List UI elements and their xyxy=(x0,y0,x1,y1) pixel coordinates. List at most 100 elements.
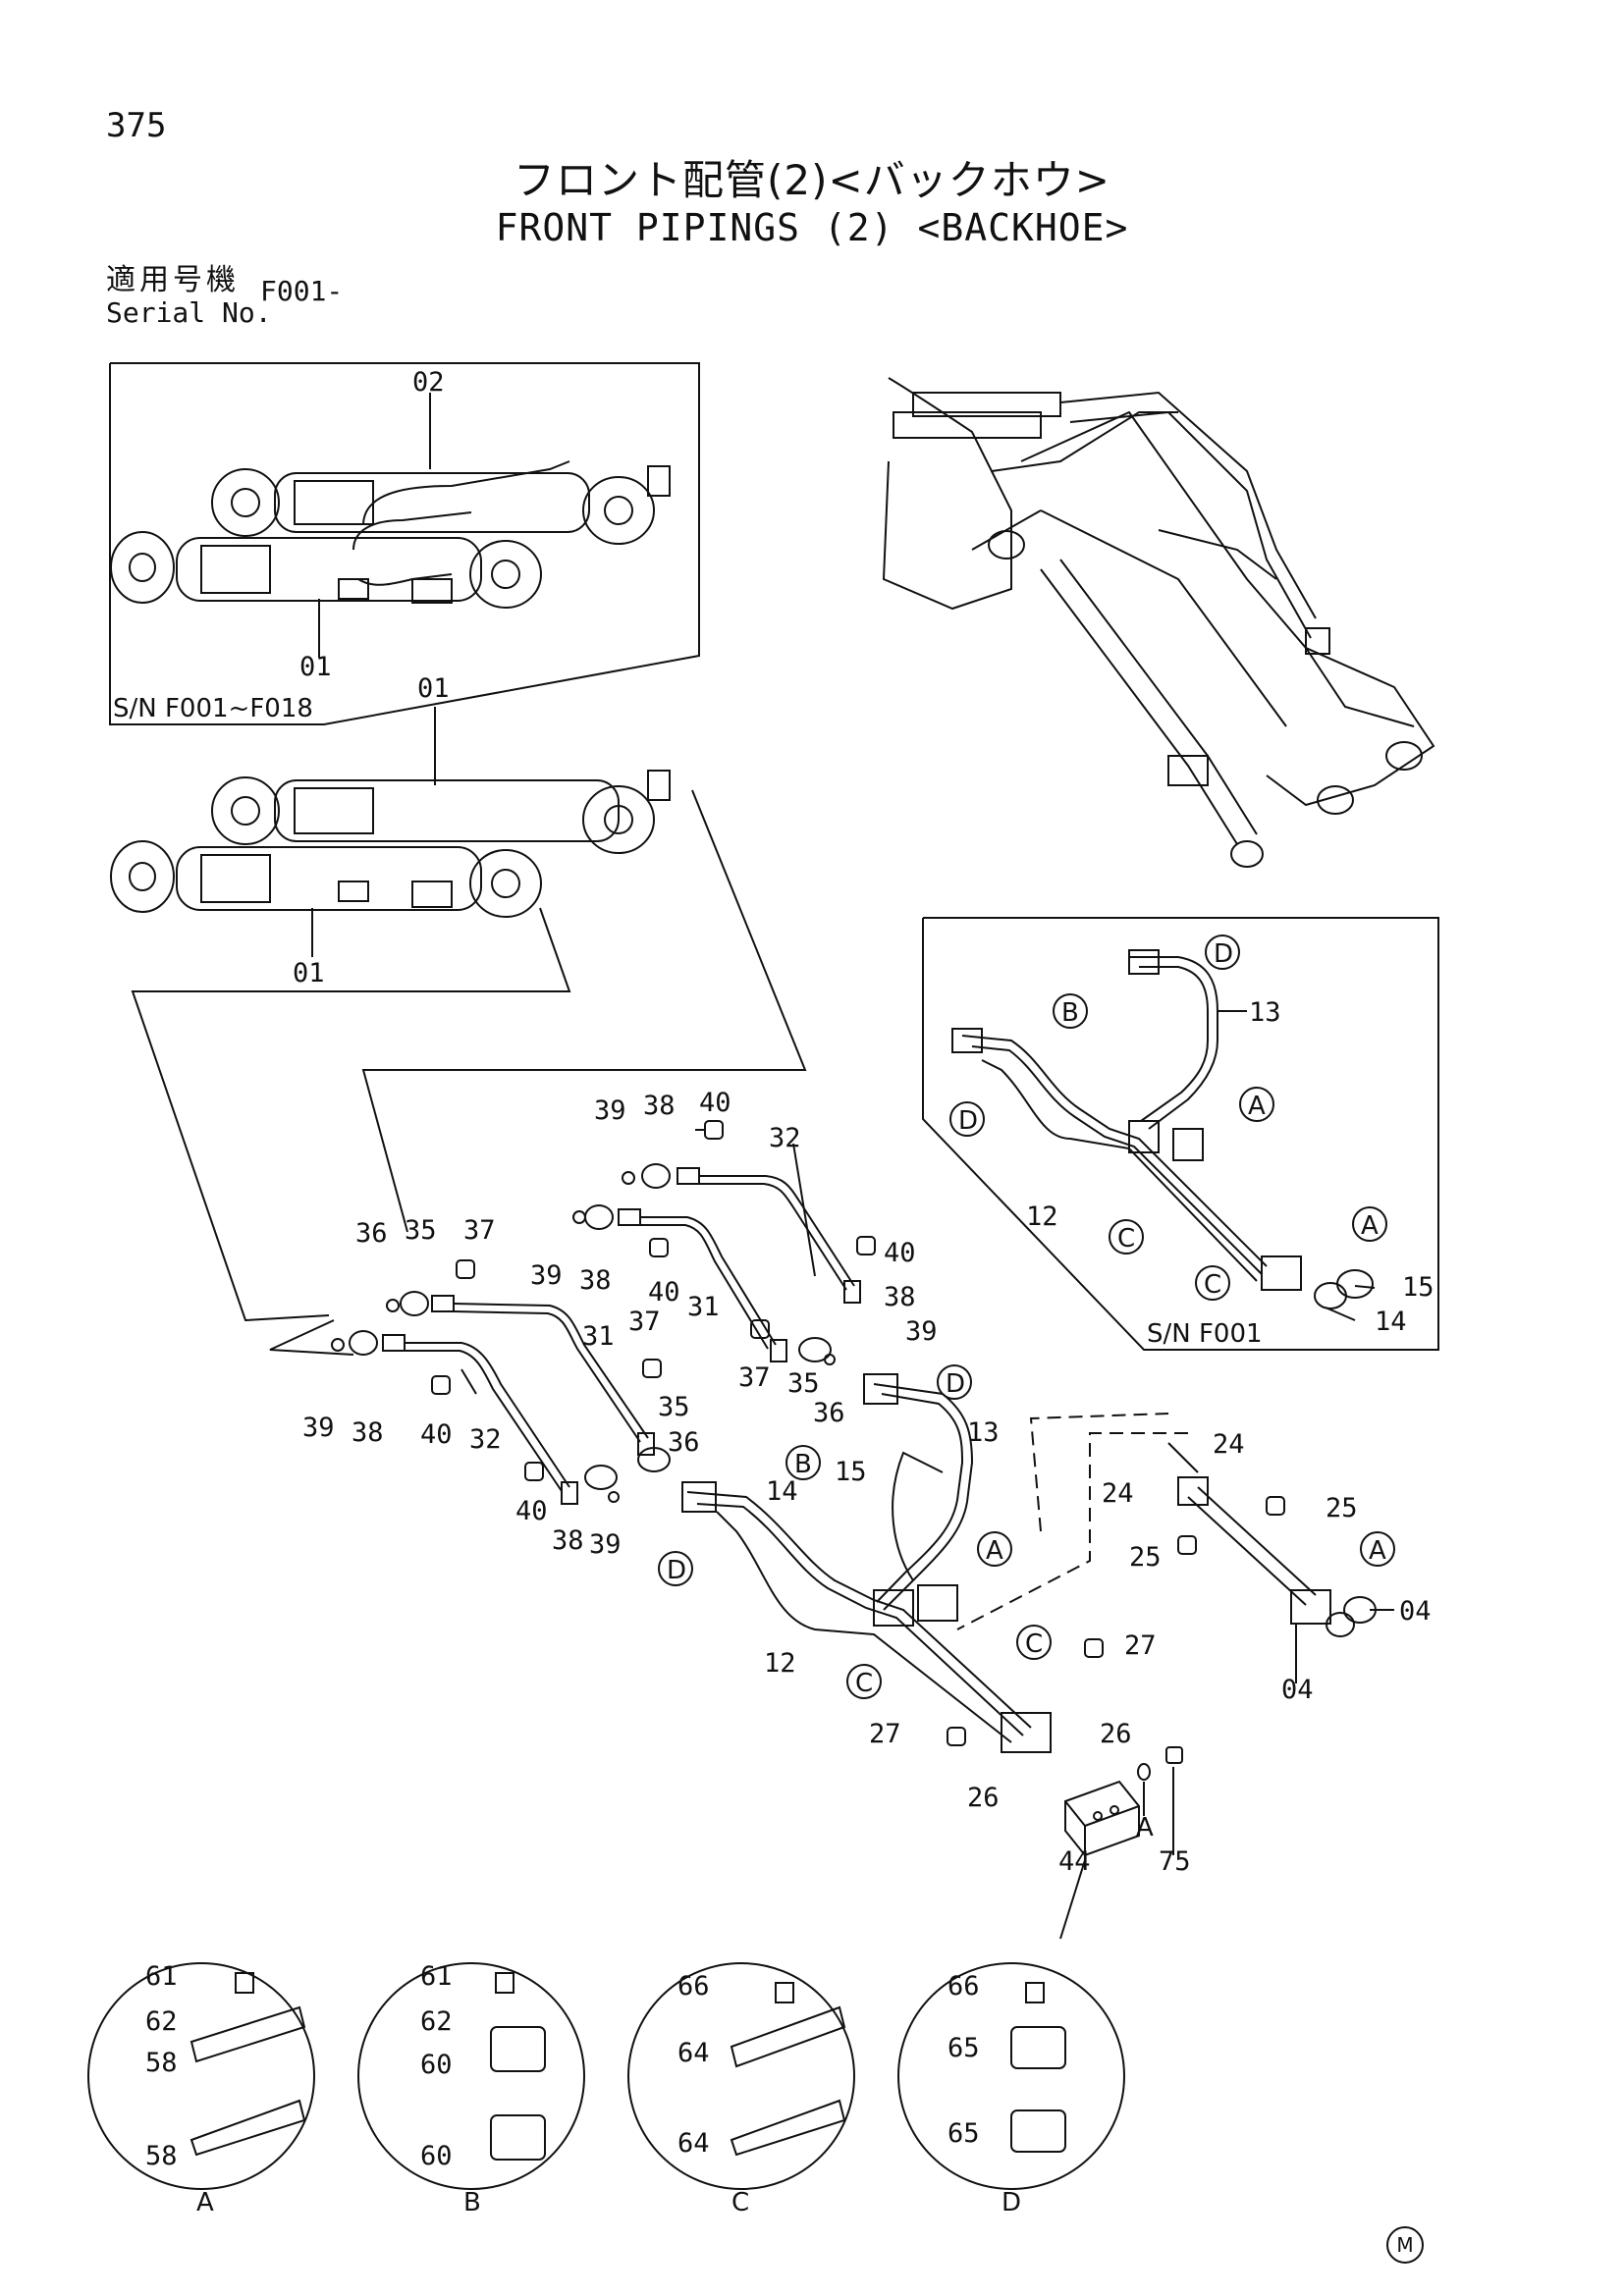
callout-40-c: 40 xyxy=(884,1238,916,1268)
callout-35-c: 35 xyxy=(658,1392,690,1422)
pipe-assembly-inset xyxy=(951,949,1374,1309)
letter-d-3: D xyxy=(946,1369,965,1399)
callout-35-b: 35 xyxy=(787,1368,820,1399)
callout-26-b: 26 xyxy=(967,1783,1000,1813)
fittings-and-hoses xyxy=(331,1120,876,1505)
detail-d-letter: D xyxy=(1001,2188,1021,2217)
callout-14-main: 14 xyxy=(766,1476,798,1507)
callout-25-a: 25 xyxy=(1326,1493,1358,1523)
callout-04-bottom: 04 xyxy=(1281,1675,1314,1705)
detail-a-letter: A xyxy=(196,2188,214,2217)
detail-b-62: 62 xyxy=(420,2006,453,2037)
serial-label-english: Serial No. xyxy=(106,296,272,329)
letter-c-4: C xyxy=(855,1669,873,1698)
callout-01-early: 01 xyxy=(299,652,332,682)
inset-box-early-serial xyxy=(109,362,700,725)
dashed-connection-lines xyxy=(956,1413,1188,1630)
callout-31-a: 31 xyxy=(687,1292,720,1322)
detail-b-60-top: 60 xyxy=(420,2050,453,2080)
detail-c-66: 66 xyxy=(677,1971,710,2002)
corner-mark: M xyxy=(1386,2226,1424,2264)
callout-39-c: 39 xyxy=(905,1316,938,1347)
letter-callout-circles xyxy=(658,934,1395,1699)
callout-75: 75 xyxy=(1159,1846,1191,1877)
callout-02: 02 xyxy=(412,367,445,398)
detail-c-64-bottom: 64 xyxy=(677,2128,710,2159)
detail-b-60-bottom: 60 xyxy=(420,2141,453,2171)
letter-a-4: A xyxy=(1369,1536,1386,1566)
callout-15-main: 15 xyxy=(835,1457,867,1487)
callout-44: 44 xyxy=(1058,1846,1091,1877)
callout-38-a: 38 xyxy=(643,1091,676,1121)
detail-c-letter: C xyxy=(731,2188,749,2217)
callout-12-main: 12 xyxy=(764,1648,796,1679)
detail-circle-b xyxy=(357,1962,585,2190)
page-number: 375 xyxy=(106,106,167,145)
callout-13-main: 13 xyxy=(967,1417,1000,1448)
callout-37-a: 37 xyxy=(463,1215,496,1246)
callout-04-right: 04 xyxy=(1399,1596,1432,1627)
detail-d-66: 66 xyxy=(947,1971,980,2002)
detail-a-58-bottom: 58 xyxy=(145,2141,178,2171)
callout-01-main: 01 xyxy=(293,958,325,988)
pipe-assembly-main xyxy=(681,1373,1052,1753)
pipe-04-assembly xyxy=(947,1476,1377,1746)
detail-c-64-top: 64 xyxy=(677,2038,710,2068)
inset-sn-early: S/N F001~F018 xyxy=(113,694,313,723)
callout-37-b: 37 xyxy=(628,1307,661,1337)
callout-31-b: 31 xyxy=(582,1321,615,1352)
callout-35-a: 35 xyxy=(405,1215,437,1246)
letter-c-1: C xyxy=(1117,1224,1135,1254)
inset-box-f001 xyxy=(922,917,1439,1351)
serial-number-value: F001- xyxy=(260,275,344,307)
callout-40-b: 40 xyxy=(648,1277,680,1308)
detail-circle-a xyxy=(87,1962,315,2190)
callout-36-b: 36 xyxy=(813,1398,845,1428)
block-44 xyxy=(1064,1746,1183,1857)
callout-37-c: 37 xyxy=(738,1362,771,1393)
letter-a-2: A xyxy=(1361,1211,1379,1241)
callout-40-a: 40 xyxy=(699,1088,731,1118)
detail-circle-d xyxy=(897,1962,1125,2190)
letter-b-1: B xyxy=(1061,998,1079,1028)
callout-15-inset: 15 xyxy=(1402,1272,1435,1303)
callout-24-b: 24 xyxy=(1102,1478,1134,1509)
callout-39-b: 39 xyxy=(530,1260,563,1291)
letter-c-2: C xyxy=(1204,1270,1221,1300)
detail-d-65-top: 65 xyxy=(947,2033,980,2063)
detail-circle-c xyxy=(627,1962,855,2190)
machine-arm-illustration xyxy=(882,377,1435,868)
callout-26-a: 26 xyxy=(1100,1719,1132,1749)
callout-01-top: 01 xyxy=(417,673,450,704)
letter-c-3: C xyxy=(1025,1629,1043,1659)
inset-sn-f001: S/N F001 xyxy=(1147,1319,1263,1349)
callout-14-inset: 14 xyxy=(1375,1307,1407,1337)
detail-b-61: 61 xyxy=(420,1961,453,1992)
callout-24-a: 24 xyxy=(1213,1429,1245,1460)
callout-12-inset: 12 xyxy=(1026,1201,1058,1232)
callout-39-e: 39 xyxy=(589,1529,622,1560)
letter-a-5: A xyxy=(1136,1813,1154,1842)
projection-lines xyxy=(131,789,807,1356)
letter-d-1: D xyxy=(1214,939,1233,969)
serial-label-japanese: 適用号機 xyxy=(106,263,240,297)
callout-32-a: 32 xyxy=(769,1123,801,1153)
callout-13-inset: 13 xyxy=(1249,997,1281,1028)
callout-38-e: 38 xyxy=(552,1525,584,1556)
callout-38-c: 38 xyxy=(884,1282,916,1312)
callout-36-c: 36 xyxy=(668,1427,700,1458)
callout-27-b: 27 xyxy=(869,1719,901,1749)
callout-32-b: 32 xyxy=(469,1424,502,1455)
callout-27-a: 27 xyxy=(1124,1630,1157,1661)
detail-a-58-top: 58 xyxy=(145,2048,178,2078)
letter-d-4: D xyxy=(667,1556,686,1585)
page-title-japanese: フロント配管(2)<バックホウ> xyxy=(514,156,1110,204)
detail-d-65-bottom: 65 xyxy=(947,2118,980,2149)
cylinder-pair-main xyxy=(110,770,671,918)
letter-b-2: B xyxy=(794,1450,812,1479)
callout-36-a: 36 xyxy=(355,1218,388,1249)
callout-40-d: 40 xyxy=(420,1419,453,1450)
cylinder-pair-early xyxy=(110,460,671,609)
detail-a-62: 62 xyxy=(145,2006,178,2037)
